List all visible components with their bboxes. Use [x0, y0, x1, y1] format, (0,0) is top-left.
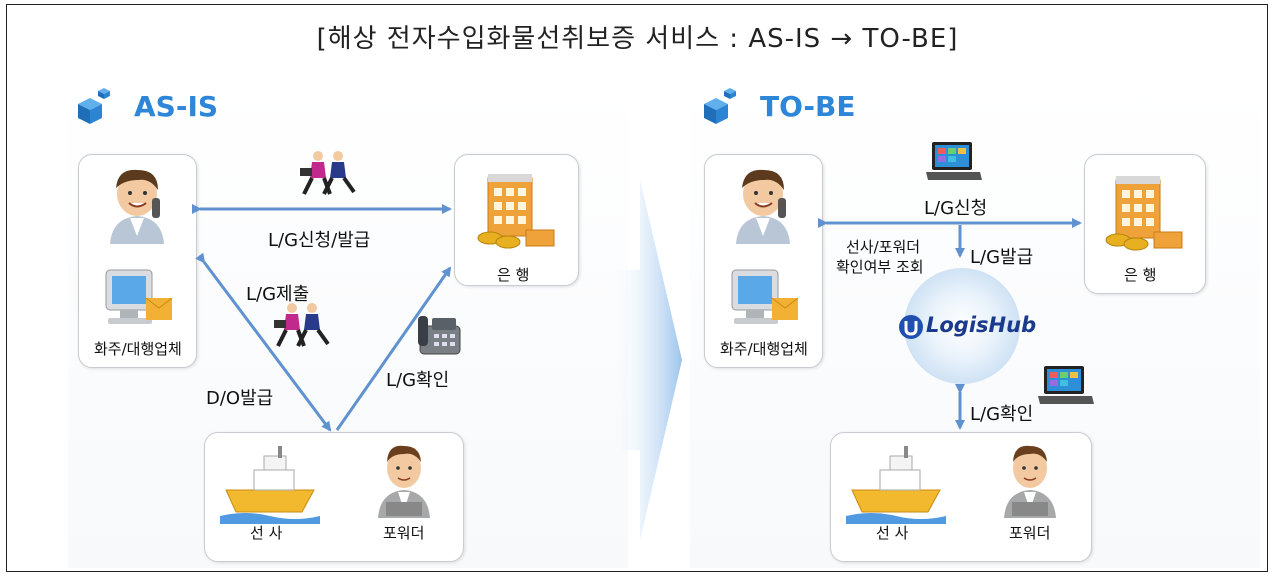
- tobe-check-line2: 확인여부 조회: [836, 258, 924, 276]
- shipper-person-icon: [110, 169, 164, 244]
- asis-forwarder-label: 포워더: [383, 524, 425, 542]
- courier-icon: [300, 151, 356, 195]
- tobe-forwarder-label: 포워더: [1009, 524, 1051, 542]
- tobe-check-line1: 선사/포워더: [846, 238, 921, 256]
- computer-icon: [731, 269, 799, 324]
- tobe-bank-label: 은 행: [1124, 266, 1157, 284]
- diagram-title: [해상 전자수입화물선취보증 서비스 : AS-IS → TO-BE]: [316, 24, 959, 54]
- asis-shipper-label: 화주/대행업체: [94, 340, 182, 358]
- forwarder-person-icon: [378, 445, 430, 518]
- cube-icon: [704, 88, 736, 124]
- tobe-lg-confirm-label: L/G확인: [970, 404, 1034, 425]
- laptop-icon: [926, 142, 982, 180]
- tobe-lg-request-label: L/G신청: [924, 198, 988, 219]
- logishub-logo-text: LogisHub: [926, 313, 1037, 337]
- asis-lg-issue-label: L/G신청/발급: [268, 230, 371, 251]
- asis-lg-confirm-label: L/G확인: [386, 370, 450, 391]
- courier-icon: [274, 303, 330, 347]
- diagram-frame: [6, 4, 1268, 572]
- laptop-icon: [1038, 366, 1094, 404]
- asis-shipper-box: [78, 154, 197, 368]
- asis-do-issue-label: D/O발급: [206, 388, 274, 409]
- asis-heading: AS-IS: [134, 90, 219, 123]
- bank-building-icon: [1105, 176, 1183, 251]
- computer-icon: [105, 269, 173, 324]
- bank-building-icon: [477, 174, 555, 249]
- tobe-shipper-label: 화주/대행업체: [720, 340, 808, 358]
- asis-bank-label: 은 행: [497, 266, 530, 284]
- tobe-heading: TO-BE: [760, 90, 856, 123]
- tobe-lg-issue-label: L/G발급: [970, 247, 1034, 268]
- telephone-icon: [418, 316, 461, 355]
- forwarder-person-icon: [1004, 445, 1056, 518]
- tobe-carrier-label: 선 사: [876, 524, 909, 542]
- cube-icon: [78, 88, 110, 124]
- shipper-person-icon: [736, 169, 790, 244]
- asis-lg-submit-label: L/G제출: [246, 284, 310, 305]
- ship-icon: [220, 446, 320, 524]
- ship-icon: [846, 446, 946, 524]
- asis-carrier-label: 선 사: [250, 524, 283, 542]
- logishub-logo-icon: [899, 315, 923, 339]
